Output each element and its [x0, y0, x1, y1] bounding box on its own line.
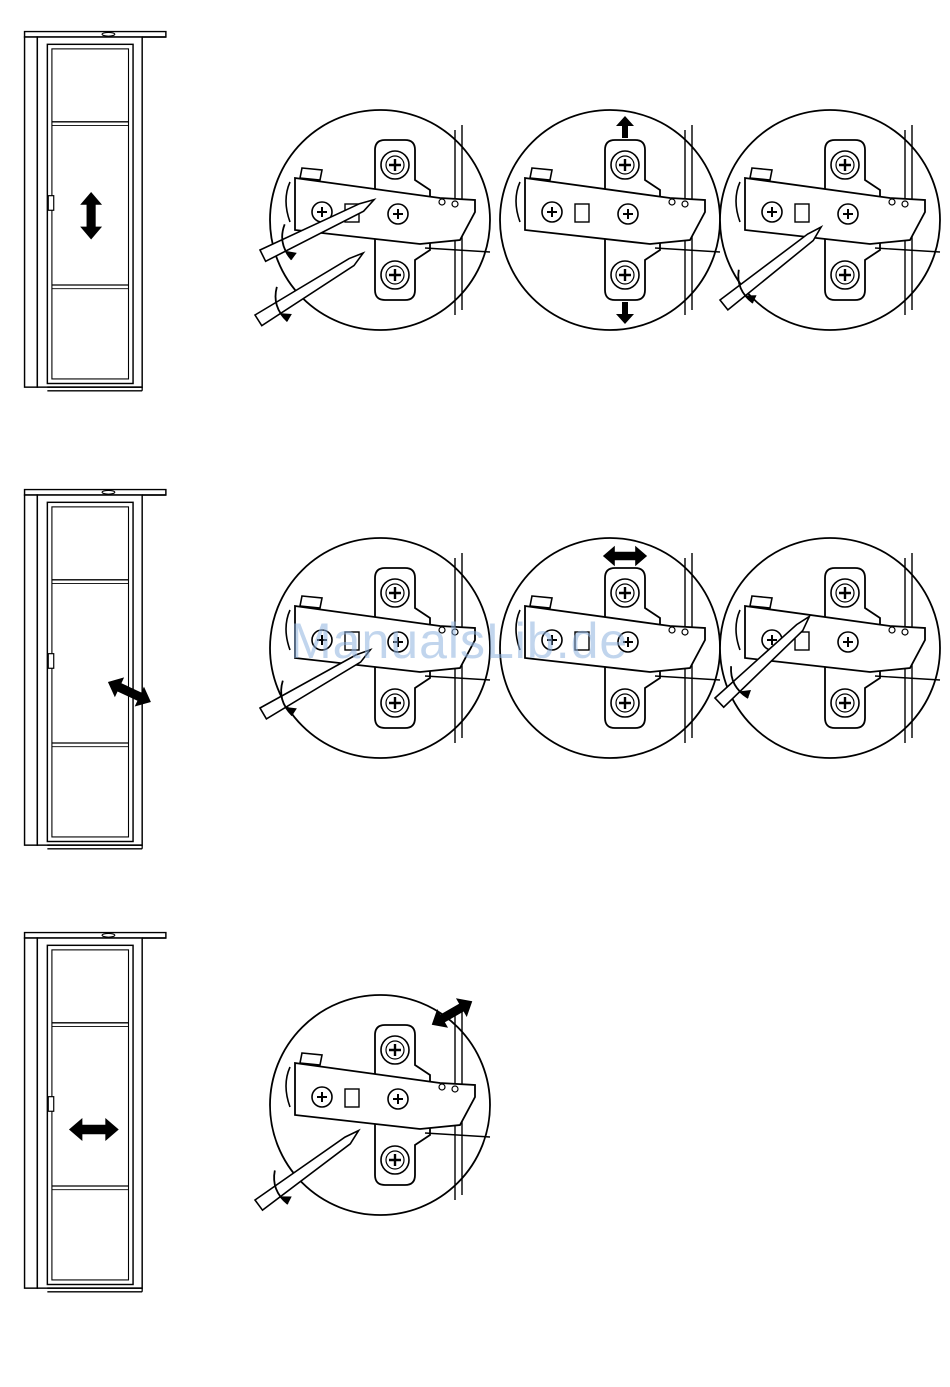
wardrobe-illustration-1: [20, 8, 175, 418]
hinge-detail-1c: [700, 100, 950, 340]
wardrobe-illustration-3: [20, 909, 175, 1319]
step-height-adjustment: [0, 0, 950, 420]
hinge-detail-2a: [250, 528, 510, 768]
wardrobe-illustration-2: [20, 466, 175, 876]
hinge-detail-2c: [700, 528, 950, 768]
step-depth-adjustment: [0, 905, 950, 1325]
hinge-detail-3: [250, 985, 510, 1225]
step-side-adjustment: [0, 460, 950, 880]
hinge-detail-1a: [250, 100, 510, 340]
